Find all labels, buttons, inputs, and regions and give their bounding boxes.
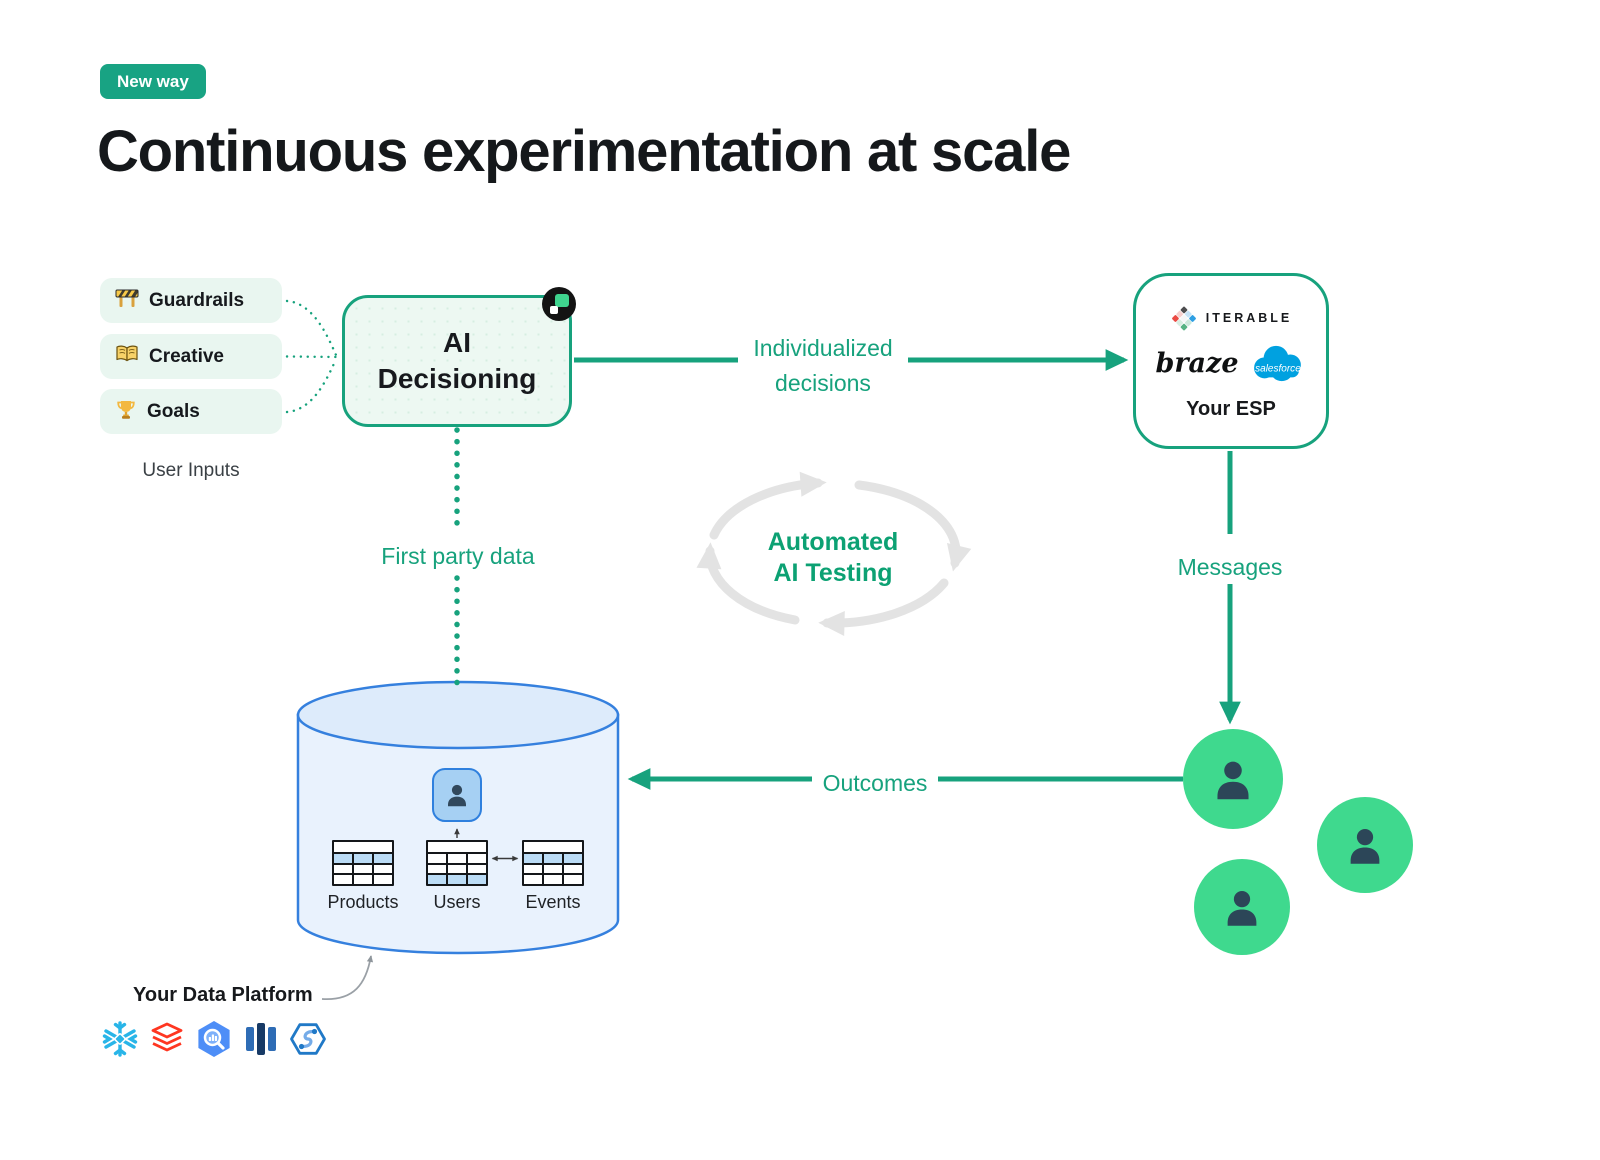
esp-caption: Your ESP	[1186, 397, 1276, 420]
new-way-badge: New way	[100, 64, 206, 99]
ai-decisioning-box: AI Decisioning	[342, 295, 572, 427]
table-label-users: Users	[433, 892, 481, 912]
platform-pointer-arrow	[321, 955, 374, 1000]
page-title: Continuous experimentation at scale	[97, 119, 1071, 184]
person-icon	[1217, 761, 1249, 800]
salesforce-logo: salesforce	[1253, 345, 1301, 381]
individualized-decisions-label: Individualized decisions	[753, 335, 893, 396]
iterable-wordmark: ITERABLE	[1205, 310, 1293, 325]
table-label-events: Events	[525, 892, 581, 912]
braze-logo: braze	[1155, 348, 1239, 379]
input-pill-label: Goals	[147, 400, 200, 422]
input-pill-goals: Goals	[100, 389, 282, 434]
input-pill-label: Creative	[149, 345, 224, 367]
data-platform-logos	[100, 1016, 328, 1062]
iterable-diamond-icon	[1171, 306, 1196, 330]
input-pill-creative: Creative	[100, 334, 282, 379]
person-icon	[1350, 828, 1380, 864]
person-icon	[448, 784, 466, 807]
user-profile-icon	[432, 768, 482, 822]
synapse-icon	[290, 1023, 326, 1055]
users-table-icon	[426, 840, 488, 886]
databricks-icon	[151, 1022, 183, 1052]
data-platform-caption: Your Data Platform	[133, 984, 313, 1006]
bigquery-icon	[198, 1021, 230, 1057]
svg-text:salesforce: salesforce	[1255, 363, 1301, 374]
trophy-icon	[115, 398, 137, 425]
input-pill-guardrails: Guardrails	[100, 278, 282, 323]
input-pill-label: Guardrails	[149, 289, 245, 311]
automated-ai-testing-label: Automated AI Testing	[767, 528, 899, 587]
offerfit-icon	[542, 287, 576, 321]
messages-label: Messages	[1177, 554, 1283, 580]
table-label-products: Products	[327, 892, 399, 912]
iterable-logo: ITERABLE	[1170, 304, 1293, 332]
first-party-data-label: First party data	[381, 543, 535, 569]
user-avatar	[1194, 859, 1290, 955]
redshift-icon	[246, 1023, 276, 1055]
user-avatar	[1317, 797, 1413, 893]
person-icon	[1227, 890, 1257, 926]
esp-box: ITERABLE braze salesforce Your ESP	[1133, 273, 1329, 449]
user-avatar	[1183, 729, 1283, 829]
barricade-icon	[115, 287, 139, 314]
outcomes-label: Outcomes	[822, 770, 928, 796]
events-table-icon	[522, 840, 584, 886]
user-inputs-caption: User Inputs	[142, 460, 240, 481]
products-table-icon	[332, 840, 394, 886]
open-book-icon	[115, 344, 139, 369]
user-input-connectors	[285, 299, 340, 414]
snowflake-icon	[102, 1021, 138, 1057]
ai-decisioning-label: AI Decisioning	[377, 327, 537, 394]
